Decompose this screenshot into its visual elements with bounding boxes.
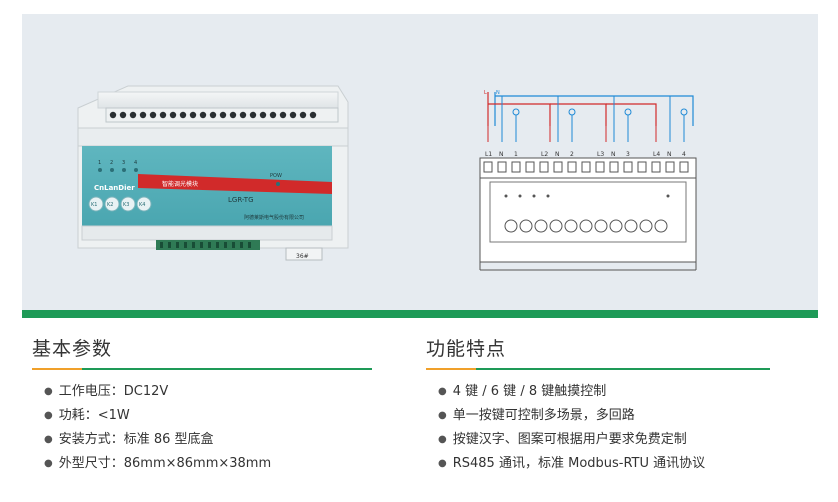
company-label: 阿德莱斯电气股份有限公司 <box>244 214 304 221</box>
list-item: 工作电压：DC12V <box>44 380 271 404</box>
divider-bar <box>22 310 818 318</box>
terminal-screws <box>109 111 317 119</box>
params-rule <box>32 368 372 370</box>
features-list: 4 键 / 6 键 / 8 键触摸控制 单一按键可控制多场景，多回路 按键汉字、… <box>438 380 705 476</box>
terminal-label: L1 <box>485 151 492 158</box>
touch-keys <box>88 196 152 212</box>
key-k4: K4 <box>139 202 145 208</box>
list-item: 4 键 / 6 键 / 8 键触摸控制 <box>438 380 705 404</box>
terminal-label: 3 <box>626 151 630 158</box>
key-k3: K3 <box>123 202 129 208</box>
pow-label: POW <box>270 173 282 179</box>
features-title: 功能特点 <box>426 338 507 360</box>
neutral-label: N <box>496 90 500 96</box>
terminal-label: L2 <box>541 151 548 158</box>
terminal-label: L4 <box>653 151 660 158</box>
terminal-label: L3 <box>597 151 604 158</box>
list-item: RS485 通讯，标准 Modbus-RTU 通讯协议 <box>438 452 705 476</box>
features-rule <box>426 368 770 370</box>
list-item: 外型尺寸：86mm×86mm×38mm <box>44 452 271 476</box>
list-item: 功耗：<1W <box>44 404 271 428</box>
list-item: 按键汉字、图案可根据用户要求免费定制 <box>438 428 705 452</box>
terminal-label: 1 <box>514 151 518 158</box>
led-number-3: 3 <box>122 160 125 166</box>
terminal-label: N <box>667 151 672 158</box>
list-item: 单一按键可控制多场景，多回路 <box>438 404 705 428</box>
list-item: 安装方式：标准 86 型底盒 <box>44 428 271 452</box>
led-number-2: 2 <box>110 160 113 166</box>
key-k1: K1 <box>91 202 97 208</box>
params-list: 工作电压：DC12V 功耗：<1W 安装方式：标准 86 型底盒 外型尺寸：86… <box>44 380 271 476</box>
params-section: 基本参数 工作电压：DC12V 功耗：<1W 安装方式：标准 86 型底盒 外型… <box>32 334 372 471</box>
wiring-diagram: L N L1 N 1 L2 N 2 L3 N 3 L4 N 4 <box>479 90 697 271</box>
led-number-1: 1 <box>98 160 101 166</box>
size-tag: 36# <box>296 253 309 260</box>
key-k2: K2 <box>107 202 113 208</box>
brand-logo: CnLanDier <box>94 184 135 192</box>
terminal-label: N <box>611 151 616 158</box>
terminal-label: N <box>555 151 560 158</box>
line-label: L <box>484 90 487 96</box>
led-number-4: 4 <box>134 160 137 166</box>
terminal-label: 2 <box>570 151 574 158</box>
params-title: 基本参数 <box>32 338 113 360</box>
terminal-label: N <box>499 151 504 158</box>
model-label: LGR-TG <box>228 196 254 204</box>
features-section: 功能特点 4 键 / 6 键 / 8 键触摸控制 单一按键可控制多场景，多回路 … <box>426 334 770 471</box>
product-photo: CnLanDier 智能调光模块 LGR-TG 阿德莱斯电气股份有限公司 POW… <box>77 85 349 261</box>
product-name-label: 智能调光模块 <box>162 180 198 188</box>
terminal-label: 4 <box>682 151 686 158</box>
